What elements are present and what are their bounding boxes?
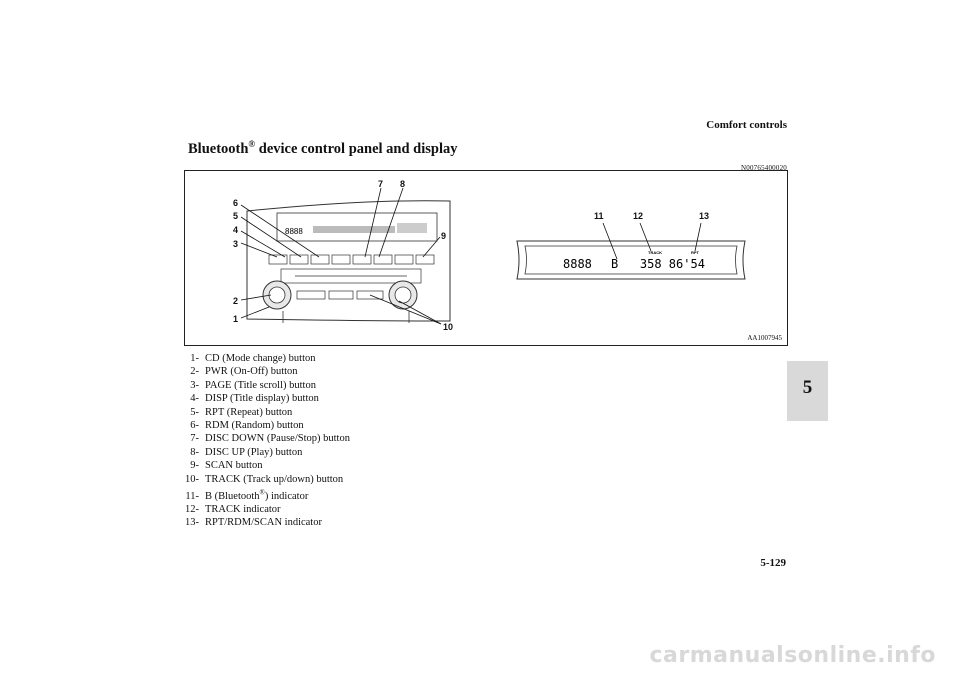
legend-item: 4- DISP (Title display) button [183, 392, 350, 405]
display-outline [516, 240, 746, 280]
callout-1: 1 [233, 314, 238, 324]
legend-text: B (Bluetooth®) indicator [205, 488, 309, 502]
callout-2: 2 [233, 296, 238, 306]
legend-text: DISP (Title display) button [205, 393, 319, 405]
registered-mark: ® [259, 488, 265, 497]
callout-4: 4 [233, 225, 238, 235]
legend-item: 2- PWR (On-Off) button [183, 365, 350, 378]
legend-text: RDM (Random) button [205, 420, 304, 432]
legend-item: 8- DISC UP (Play) button [183, 446, 350, 459]
display-digits: 8888 [563, 257, 592, 271]
title-text-before: Bluetooth [188, 140, 249, 157]
page-number: 5-129 [760, 557, 786, 569]
legend-number: 6- [190, 420, 199, 432]
chapter-number: 5 [802, 377, 813, 398]
track-indicator-label: TRACK [648, 250, 662, 255]
legend-number: 1- [190, 353, 199, 364]
legend-text: TRACK (Track up/down) button [205, 473, 344, 485]
callout-9: 9 [441, 231, 446, 241]
control-panel-figure: 8888 [184, 170, 788, 346]
legend-text: RPT (Repeat) button [205, 406, 293, 418]
legend-item: 12- TRACK indicator [183, 503, 350, 516]
callout-10: 10 [443, 322, 453, 332]
legend-number: 12- [185, 503, 199, 515]
callout-8: 8 [400, 179, 405, 189]
callout-3: 3 [233, 239, 238, 249]
legend-number: 10- [185, 473, 199, 485]
legend-item: 1- CD (Mode change) button [183, 352, 350, 365]
legend-item: 9- SCAN button [183, 459, 350, 472]
legend-text: PWR (On-Off) button [205, 366, 298, 378]
legend-item: 5- RPT (Repeat) button [183, 406, 350, 419]
legend-text: RPT/RDM/SCAN indicator [205, 517, 322, 529]
legend-item: 13- RPT/RDM/SCAN indicator [183, 516, 350, 529]
legend-number: 8- [190, 446, 199, 458]
legend-item: 10- TRACK (Track up/down) button [183, 473, 350, 486]
registered-mark: ® [248, 139, 256, 149]
legend-text-after: ) indicator [264, 490, 309, 502]
legend-item: 7- DISC DOWN (Pause/Stop) button [183, 432, 350, 445]
chapter-tab: 5 [787, 361, 828, 421]
legend-number: 5- [190, 406, 199, 418]
legend-number: 13- [185, 517, 199, 529]
figure-code: AA1007945 [747, 334, 782, 342]
legend-text: DISC UP (Play) button [205, 446, 303, 458]
display-track-time: B 358 86'54 [611, 257, 705, 271]
callout-11: 11 [594, 211, 604, 221]
callout-12: 12 [633, 211, 643, 221]
legend-text: TRACK indicator [205, 503, 281, 515]
control-panel-illustration: 8888 [233, 179, 746, 332]
watermark: carmanualsonline.info [649, 643, 936, 668]
legend-item: 3- PAGE (Title scroll) button [183, 379, 350, 392]
legend-text: CD (Mode change) button [205, 353, 316, 364]
legend-number: 9- [190, 460, 199, 472]
callout-7: 7 [378, 179, 383, 189]
callout-6: 6 [233, 198, 238, 208]
title-text-after: device control panel and display [255, 140, 458, 157]
legend-item: 11- B (Bluetooth®) indicator [183, 486, 350, 503]
button-legend: 1- CD (Mode change) button 2- PWR (On-Off)… [183, 352, 350, 530]
callout-13: 13 [699, 211, 709, 221]
rpt-indicator-label: RPT [691, 250, 700, 255]
legend-number: 7- [190, 433, 199, 445]
legend-text: DISC DOWN (Pause/Stop) button [205, 433, 350, 445]
section-header: Comfort controls [706, 119, 787, 131]
legend-number: 4- [190, 393, 199, 405]
callout-5: 5 [233, 211, 238, 221]
legend-text: SCAN button [205, 460, 263, 472]
legend-number: 2- [190, 366, 199, 378]
document-code: N00765400020 [741, 164, 787, 172]
legend-text-before: B (Bluetooth [205, 490, 260, 502]
page-title: Bluetooth® device control panel and disp… [188, 139, 458, 158]
legend-number: 11- [185, 490, 199, 502]
legend-number: 3- [190, 379, 199, 391]
upper-display-digits: 8888 [285, 227, 303, 236]
legend-item: 6- RDM (Random) button [183, 419, 350, 432]
legend-text: PAGE (Title scroll) button [205, 379, 316, 391]
